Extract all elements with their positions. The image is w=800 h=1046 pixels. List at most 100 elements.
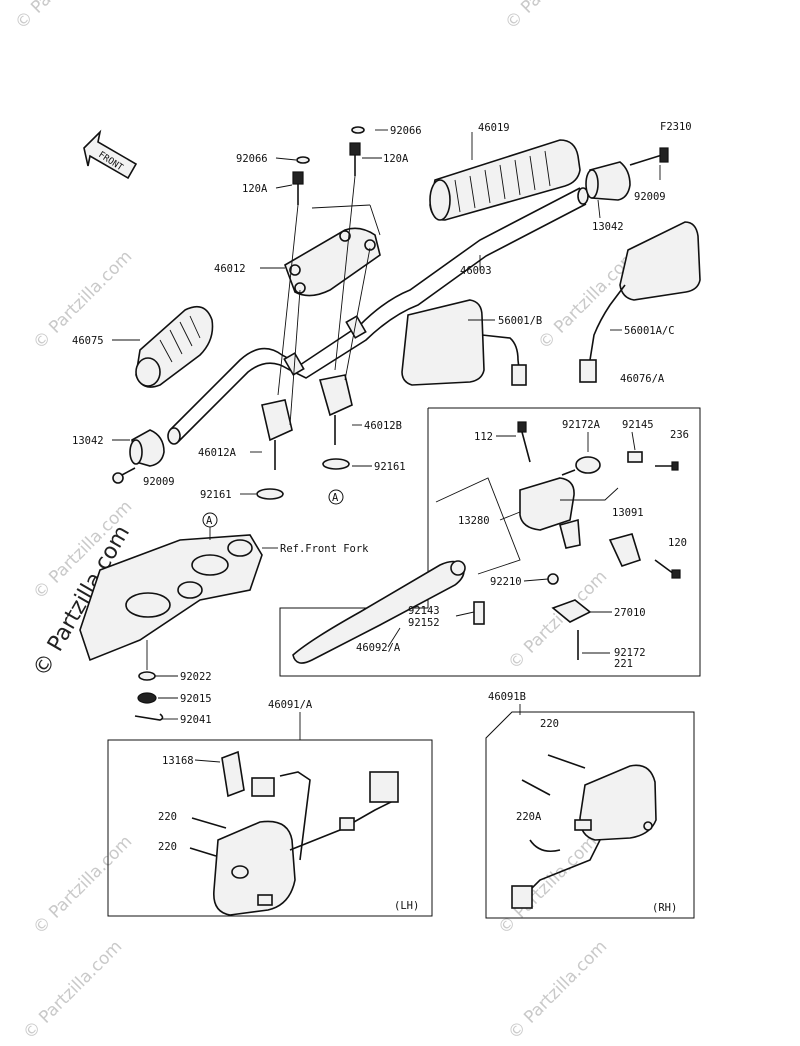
bolt-112	[517, 421, 531, 463]
nut-92022	[138, 671, 156, 681]
callout-92145: 92145	[622, 419, 654, 431]
callout-56001ac: 56001A/C	[624, 325, 675, 337]
brake-assembly-lines	[435, 477, 619, 575]
grip-46075	[135, 305, 214, 388]
callout-46012b: 46012B	[364, 420, 402, 432]
callout-220-rh: 220	[540, 718, 559, 730]
bar-end-13042-top	[585, 161, 631, 201]
bolt-120a-left	[292, 171, 304, 205]
callout-46012: 46012	[214, 263, 246, 275]
lh-switch-box	[107, 739, 433, 917]
callout-46091b: 46091B	[488, 691, 526, 703]
callout-120: 120	[668, 537, 687, 549]
callout-220-lh-2: 220	[158, 841, 177, 853]
clamp-13091	[608, 533, 641, 567]
ref-a-marker-holder: A	[328, 489, 344, 505]
callout-120a-top: 120A	[383, 153, 409, 165]
callout-92066-top: 92066	[390, 125, 422, 137]
brake-lever-box	[279, 407, 701, 677]
nut-92015	[137, 692, 157, 704]
callout-46012a: 46012A	[198, 447, 237, 459]
callout-13168: 13168	[162, 755, 194, 767]
holder-46012a	[261, 399, 293, 470]
holder-46012	[284, 227, 381, 297]
switch-92145	[627, 451, 643, 463]
callout-46003: 46003	[460, 265, 492, 277]
screw-236	[655, 461, 679, 471]
callout-92152: 92152	[408, 617, 440, 629]
watermark: © Partzilla.com	[19, 937, 126, 1044]
callout-13280: 13280	[458, 515, 490, 527]
callout-27010: 27010	[614, 607, 646, 619]
callout-220-lh-1: 220	[158, 811, 177, 823]
rh-switch-box	[485, 711, 695, 919]
watermark: © Partzilla.com	[501, 0, 608, 34]
callout-236: 236	[670, 429, 689, 441]
callout-46091a: 46091/A	[268, 699, 313, 711]
mirror-56001ac	[579, 221, 701, 383]
screw-92009-left	[112, 467, 136, 484]
ref-a-label: A	[206, 515, 213, 527]
callout-13042-left: 13042	[72, 435, 104, 447]
ref-a-marker-bracket: A	[202, 512, 218, 540]
callout-46075: 46075	[72, 335, 104, 347]
front-arrow-icon: FRONT	[83, 129, 138, 180]
callout-92172: 92172	[614, 647, 646, 659]
guide-lines	[277, 175, 381, 426]
master-cylinder-13280	[519, 477, 581, 549]
leader-lines	[112, 129, 661, 763]
washer-92161	[256, 458, 350, 500]
callout-92066-left: 92066	[236, 153, 268, 165]
watermark: © Partzilla.com	[494, 832, 601, 939]
callout-220a-rh: 220A	[516, 811, 542, 823]
rh-switch-wiring	[511, 839, 601, 909]
callout-13091: 13091	[612, 507, 644, 519]
ref-front-fork: Ref.Front Fork	[280, 543, 369, 555]
screws-220-lh	[189, 817, 227, 857]
screw-92009-top	[629, 147, 669, 166]
watermark: © Partzilla.com	[11, 0, 118, 34]
callout-labels: 46019 92066 120A 92066 120A 92009 13042 …	[72, 122, 689, 914]
callout-112: 112	[474, 431, 493, 443]
callout-92009-left: 92009	[143, 476, 175, 488]
callout-221: 221	[614, 658, 633, 670]
lh-switch-housing	[213, 820, 296, 916]
bolt-120a-top	[349, 142, 361, 176]
callout-92161-left: 92161	[200, 489, 232, 501]
lever-46092a	[292, 560, 466, 664]
callout-92015: 92015	[180, 693, 212, 705]
callout-92161-right: 92161	[374, 461, 406, 473]
ref-a-label: A	[332, 492, 339, 504]
washer-92066	[296, 126, 365, 164]
bracket-13168	[221, 750, 245, 798]
callout-92009-top: 92009	[634, 191, 666, 203]
screws-220-rh	[521, 754, 586, 796]
callout-46076a: 46076/A	[620, 373, 665, 385]
rh-switch-housing	[574, 764, 657, 841]
callout-92210: 92210	[490, 576, 522, 588]
holder-46012b	[318, 374, 353, 445]
collar-92143	[473, 601, 485, 625]
grip-46019	[429, 139, 581, 221]
lh-tag: (LH)	[394, 900, 419, 912]
figure-code: F2310	[660, 121, 692, 133]
callout-92022: 92022	[180, 671, 212, 683]
cap-92172a	[561, 456, 601, 476]
watermark: © Partzilla.com	[29, 832, 136, 939]
mirror-56001b	[401, 299, 527, 386]
callout-56001b: 56001/B	[498, 315, 542, 327]
bar-end-13042-left	[129, 429, 165, 467]
bolt-120	[654, 559, 681, 579]
callout-92041: 92041	[180, 714, 212, 726]
callout-92172a: 92172A	[562, 419, 601, 431]
upper-bracket	[79, 534, 263, 662]
nut-92210	[547, 573, 559, 585]
pin-92041	[134, 713, 164, 721]
callout-13042-top: 13042	[592, 221, 624, 233]
rh-tag: (RH)	[652, 902, 677, 914]
callout-46092a: 46092/A	[356, 642, 401, 654]
callout-120a-left: 120A	[242, 183, 268, 195]
watermark: © Partzilla.com	[504, 937, 611, 1044]
callout-92143: 92143	[408, 605, 440, 617]
